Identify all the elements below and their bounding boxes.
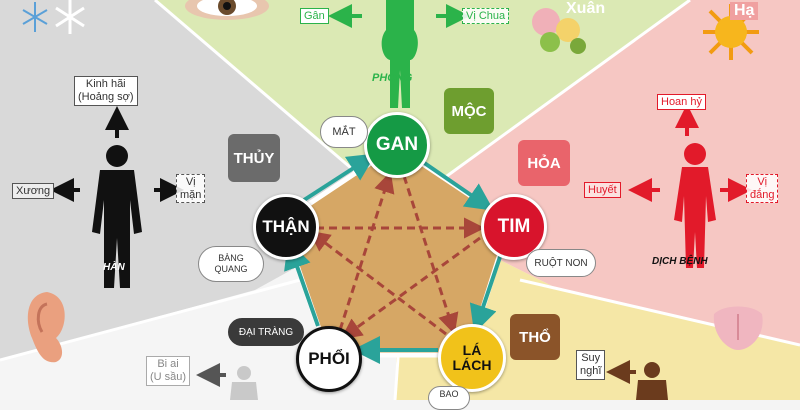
- label-dich-benh: DỊCH BỆNH: [652, 256, 708, 267]
- generating-cycle-arrows: [284, 153, 505, 364]
- pill-mat: MẮT: [320, 116, 368, 148]
- label-kinh-hai: Kinh hãi (Hoảng sợ): [74, 76, 138, 107]
- label-suy-nghi: Suy nghĩ: [576, 350, 606, 381]
- figure-dich-benh: [674, 143, 716, 268]
- label-xuong: Xương: [12, 183, 55, 200]
- label-vi-chua: Vị Chua: [462, 8, 510, 25]
- pill-dai-trang: ĐẠI TRÀNG: [228, 318, 304, 346]
- organ-gan: GAN: [364, 112, 430, 178]
- figure-han: [92, 145, 142, 288]
- label-han: HÀN: [103, 262, 125, 273]
- organ-than: THẬN: [253, 194, 319, 260]
- tile-tho: THỔ: [510, 314, 560, 360]
- tile-hoa: HỎA: [518, 140, 570, 186]
- controlling-cycle-arrows: [308, 171, 485, 340]
- label-gan-action: Gân: [300, 8, 329, 25]
- label-vi-dang: Vị đắng: [746, 174, 779, 204]
- label-bi-ai: Bi ai (U sầu): [146, 356, 191, 387]
- label-phong: PHONG: [372, 72, 413, 84]
- ear-icon: [27, 292, 65, 363]
- sector-moc: [155, 0, 690, 210]
- tongue-icon: [713, 306, 763, 350]
- figure-bi-ai: [230, 366, 258, 400]
- label-xuan: Xuân: [566, 0, 606, 17]
- organ-phoi: PHỔI: [296, 326, 362, 392]
- label-vi-man: Vị mặn: [176, 174, 206, 204]
- pill-ruot-non: RUỘT NON: [526, 249, 596, 277]
- figure-phong: [381, 0, 418, 108]
- side-arrows: [50, 4, 752, 387]
- figure-suy-nghi: [636, 362, 668, 400]
- organ-tim: TIM: [481, 194, 547, 260]
- snowflake-icon: [22, 0, 85, 34]
- tile-moc: MỘC: [444, 88, 494, 134]
- tile-thuy: THỦY: [228, 134, 280, 182]
- flower-icon: [532, 8, 586, 54]
- pill-bao: BAO: [428, 386, 470, 410]
- label-huyet: Huyết: [584, 182, 621, 199]
- label-hoan-hy: Hoan hỷ: [657, 94, 706, 111]
- eye-icon: [185, 0, 269, 20]
- ngu-hanh-pentagon: [279, 142, 513, 364]
- label-ha: Hạ: [730, 2, 759, 20]
